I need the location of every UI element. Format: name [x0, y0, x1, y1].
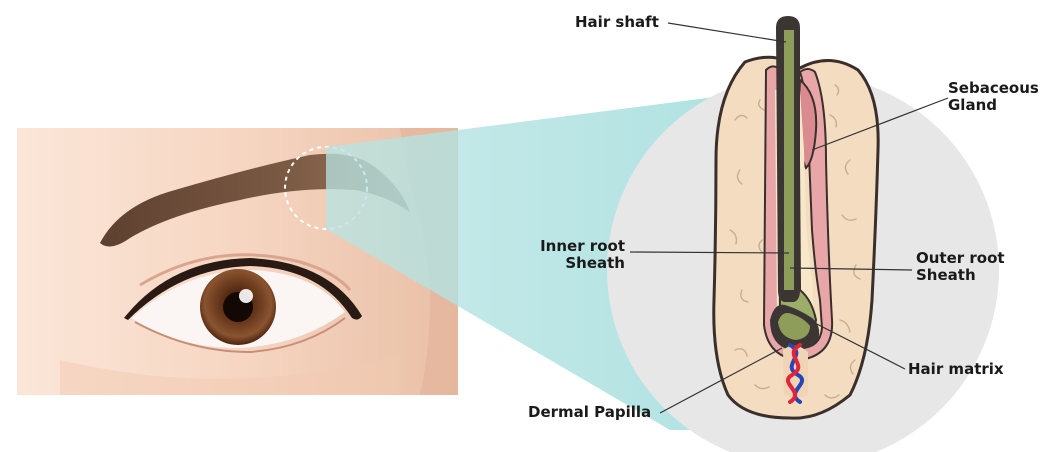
leader-inner-root — [629, 251, 790, 254]
label-outer-root-line1: Outer root — [916, 249, 1005, 267]
label-dermal-papilla-text: Dermal Papilla — [528, 403, 652, 421]
label-sebaceous-line2: Gland — [948, 96, 997, 114]
leader-dermal-papilla — [659, 347, 783, 414]
label-outer-root-sheath: Outer root Sheath — [916, 250, 1005, 284]
hair-shaft-core — [784, 30, 794, 290]
label-hair-shaft: Hair shaft — [575, 14, 659, 31]
leader-outer-root — [789, 267, 913, 271]
label-inner-root-line1: Inner root — [540, 237, 625, 255]
eye-highlight — [239, 289, 253, 303]
cheek-shade — [60, 355, 400, 395]
label-sebaceous-gland: Sebaceous Gland — [948, 80, 1039, 114]
label-sebaceous-line1: Sebaceous — [948, 79, 1039, 97]
label-inner-root-sheath: Inner root Sheath — [520, 238, 625, 272]
leader-hair-shaft — [667, 22, 787, 43]
label-outer-root-line2: Sheath — [916, 266, 976, 284]
label-inner-root-line2: Sheath — [565, 254, 625, 272]
upper-eyelid-crease — [139, 253, 352, 291]
label-hair-shaft-text: Hair shaft — [575, 13, 659, 31]
hair-matrix-inner — [778, 313, 810, 340]
upper-eyeliner — [124, 258, 362, 320]
label-hair-matrix-text: Hair matrix — [908, 360, 1004, 378]
blood-vessel-red — [786, 343, 802, 404]
leader-lines — [629, 22, 949, 414]
leader-sebaceous — [811, 97, 949, 151]
lower-lid-line — [134, 317, 346, 354]
leader-hair-matrix — [804, 317, 906, 370]
eye — [124, 253, 362, 354]
label-dermal-papilla: Dermal Papilla — [528, 404, 651, 421]
label-hair-matrix: Hair matrix — [908, 361, 1004, 378]
hair-follicle — [712, 16, 880, 420]
